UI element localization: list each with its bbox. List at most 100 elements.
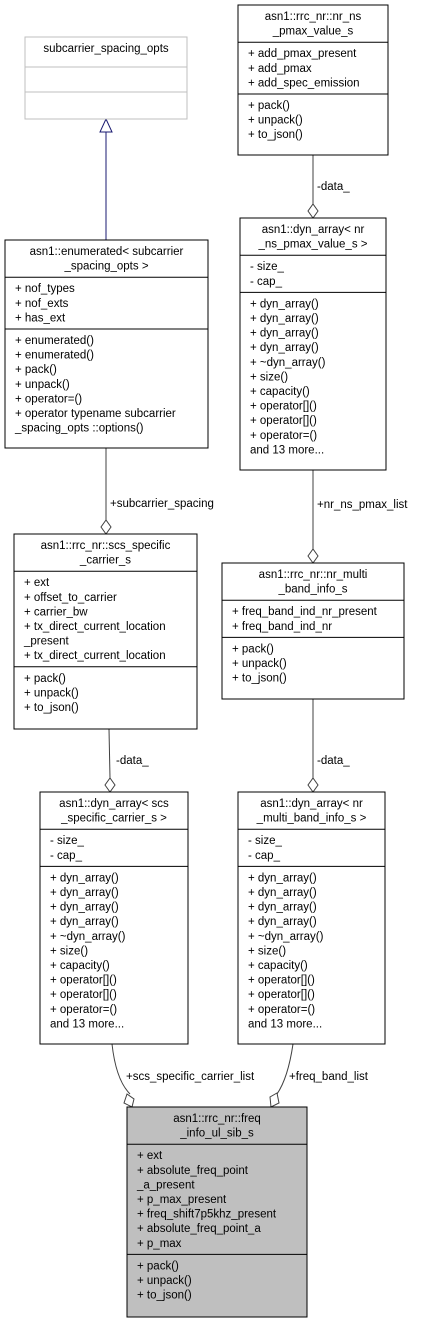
- class-method: + dyn_array(): [250, 313, 319, 325]
- class-attribute: + ext: [24, 577, 50, 589]
- class-attribute: + freq_shift7p5khz_present: [137, 1209, 277, 1221]
- edge-freq-band-list: +freq_band_list: [269, 1043, 369, 1108]
- class-method: + dyn_array(): [50, 872, 119, 884]
- class-attribute: + freq_band_ind_nr: [232, 621, 332, 633]
- class-attribute: + has_ext: [15, 312, 66, 324]
- class-method: and 13 more...: [50, 1018, 124, 1030]
- class-attribute: + freq_band_ind_nr_present: [232, 606, 378, 618]
- class-title: _carrier_s: [79, 555, 131, 567]
- class-attribute: + ext: [137, 1150, 163, 1162]
- class-title: asn1::rrc_nr::scs_specific: [41, 540, 171, 552]
- edge-label-scs-data: -data_: [116, 755, 149, 767]
- class-attribute: _a_present: [136, 1179, 195, 1191]
- class-method: + pack(): [15, 364, 57, 376]
- class-node-nr-multi-band-info-s[interactable]: asn1::rrc_nr::nr_multi_band_info_s+ freq…: [221, 562, 405, 700]
- class-title: asn1::dyn_array< nr: [262, 224, 365, 236]
- class-node-dyn-array-nr-multi-band-info-s[interactable]: asn1::dyn_array< nr_multi_band_info_s >-…: [237, 791, 386, 1045]
- class-node-scs-specific-carrier-s[interactable]: asn1::rrc_nr::scs_specific_carrier_s+ ex…: [13, 533, 198, 730]
- class-method: + ~dyn_array(): [248, 931, 324, 943]
- class-node-freq-info-ul-sib-s[interactable]: asn1::rrc_nr::freq_info_ul_sib_s+ ext+ a…: [126, 1106, 308, 1318]
- class-method: + capacity(): [248, 960, 308, 972]
- class-attribute: + absolute_freq_point_a: [137, 1223, 261, 1235]
- class-node-subcarrier-spacing-opts[interactable]: subcarrier_spacing_opts: [24, 36, 188, 120]
- edge-pmax-value-data: -data_: [307, 155, 350, 219]
- class-method: and 13 more...: [248, 1018, 322, 1030]
- class-attribute: + nof_types: [15, 283, 75, 295]
- class-method: + dyn_array(): [50, 916, 119, 928]
- class-method: + pack(): [24, 673, 66, 685]
- class-method: + to_json(): [232, 673, 287, 685]
- class-method: + to_json(): [137, 1290, 192, 1302]
- class-method: + operator[](): [50, 975, 117, 987]
- class-attribute: - cap_: [250, 276, 283, 288]
- class-attribute: - size_: [50, 835, 84, 847]
- class-node-nr-ns-pmax-value-s[interactable]: asn1::rrc_nr::nr_ns_pmax_value_s+ add_pm…: [237, 4, 389, 156]
- class-title: _spacing_opts >: [63, 261, 148, 273]
- class-attribute: - size_: [248, 835, 282, 847]
- class-attribute: + carrier_bw: [24, 606, 88, 618]
- class-method: + capacity(): [250, 386, 310, 398]
- class-title: asn1::enumerated< subcarrier: [30, 246, 184, 258]
- class-method: + ~dyn_array(): [50, 931, 126, 943]
- class-attribute: - cap_: [50, 850, 83, 862]
- edge-scs-data: -data_: [104, 728, 149, 793]
- inheritance-arrowhead: [99, 117, 113, 133]
- class-title: subcarrier_spacing_opts: [43, 43, 169, 55]
- class-method: _spacing_opts ::options(): [14, 423, 144, 435]
- class-method: + size(): [248, 945, 286, 957]
- class-method: + unpack(): [15, 379, 70, 391]
- class-method: + operator=(): [50, 1004, 117, 1016]
- class-method: + dyn_array(): [50, 887, 119, 899]
- class-method: + operator[](): [50, 989, 117, 1001]
- edge-nr-ns-pmax-list: +nr_ns_pmax_list: [307, 470, 408, 564]
- edge-multi-band-data: -data_: [307, 699, 350, 793]
- class-box: [126, 1106, 308, 1318]
- class-method: + unpack(): [232, 658, 287, 670]
- composition-diamond: [123, 1093, 135, 1108]
- edge-label-scs-specific-carrier-list: +scs_specific_carrier_list: [126, 1071, 255, 1083]
- class-method: + pack(): [232, 643, 274, 655]
- class-title: asn1::dyn_array< scs: [59, 798, 169, 810]
- class-title: _band_info_s: [277, 584, 347, 596]
- class-method: + dyn_array(): [250, 328, 319, 340]
- nodes: subcarrier_spacing_opts asn1::rrc_nr::nr…: [4, 4, 405, 1318]
- class-box: [239, 217, 387, 471]
- class-node-dyn-array-nr-ns-pmax-value-s[interactable]: asn1::dyn_array< nr_ns_pmax_value_s >- s…: [239, 217, 387, 471]
- edge-label-subcarrier-spacing: +subcarrier_spacing: [110, 498, 214, 510]
- edge-label-nr-ns-pmax-list: +nr_ns_pmax_list: [317, 499, 408, 511]
- class-method: + ~dyn_array(): [250, 357, 326, 369]
- class-node-enumerated-subcarrier-spacing-opts[interactable]: asn1::enumerated< subcarrier_spacing_opt…: [4, 239, 209, 449]
- class-attribute: + tx_direct_current_location: [24, 621, 166, 633]
- class-title: _multi_band_info_s >: [256, 813, 367, 825]
- edge-inheritance: [99, 117, 113, 240]
- class-method: + unpack(): [24, 687, 79, 699]
- class-box: [39, 791, 189, 1045]
- class-attribute: - cap_: [248, 850, 281, 862]
- class-title: asn1::dyn_array< nr: [260, 798, 363, 810]
- class-method: + dyn_array(): [50, 902, 119, 914]
- class-node-dyn-array-scs-specific-carrier-s[interactable]: asn1::dyn_array< scs_specific_carrier_s …: [39, 791, 189, 1045]
- composition-diamond: [269, 1092, 280, 1108]
- class-title: asn1::rrc_nr::nr_multi: [259, 569, 368, 581]
- class-title: asn1::rrc_nr::freq: [173, 1113, 261, 1125]
- class-method: + size(): [50, 945, 88, 957]
- class-method: + operator[](): [248, 989, 315, 1001]
- class-method: and 13 more...: [250, 444, 324, 456]
- class-method: + operator[](): [248, 975, 315, 987]
- class-attribute: _present: [23, 636, 70, 648]
- class-attribute: + absolute_freq_point: [137, 1165, 249, 1177]
- class-box: [13, 533, 198, 730]
- composition-diamond: [100, 519, 112, 535]
- edge-scs-specific-carrier-list: +scs_specific_carrier_list: [111, 1043, 255, 1108]
- edge-label-freq-band-list: +freq_band_list: [289, 1071, 369, 1083]
- class-method: + dyn_array(): [248, 872, 317, 884]
- class-title: _specific_carrier_s >: [60, 813, 167, 825]
- class-attribute: + tx_direct_current_location: [24, 650, 166, 662]
- class-method: + operator=(): [248, 1004, 315, 1016]
- class-method: + operator typename subcarrier: [15, 408, 176, 420]
- class-box: [4, 239, 209, 449]
- class-attribute: + add_spec_emission: [248, 77, 360, 89]
- class-method: + dyn_array(): [248, 916, 317, 928]
- class-method: + dyn_array(): [250, 342, 319, 354]
